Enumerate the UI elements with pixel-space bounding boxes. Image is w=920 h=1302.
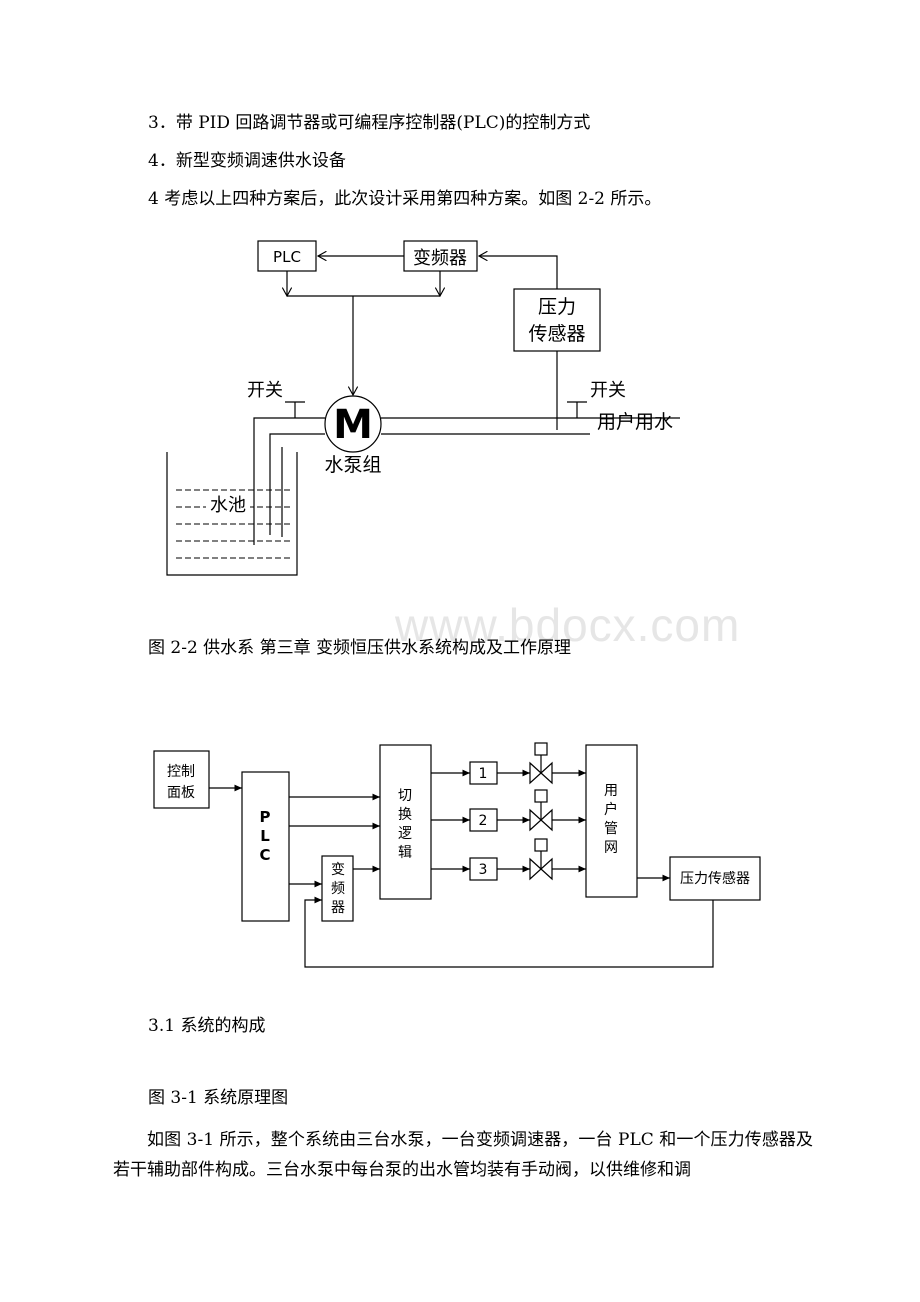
user-network-char-4: 网 bbox=[604, 840, 618, 856]
valve-2 bbox=[529, 808, 553, 832]
plc-box-2 bbox=[241, 771, 290, 922]
sensor-label-line1: 压力 bbox=[538, 296, 576, 318]
motor-circle bbox=[324, 395, 382, 453]
sensor-label-line2: 传感器 bbox=[528, 323, 585, 345]
arrow-sensor-to-inverter bbox=[479, 256, 558, 289]
inverter-char-1: 变 bbox=[331, 862, 345, 878]
switch-logic-char-4: 辑 bbox=[398, 845, 412, 861]
switch-logic-box bbox=[379, 744, 432, 900]
plc-label: PLC bbox=[273, 248, 301, 266]
control-panel-box bbox=[153, 750, 210, 809]
pool-label: 水池 bbox=[210, 495, 246, 516]
inverter-label: 变频器 bbox=[413, 248, 467, 269]
user-network-box bbox=[585, 744, 638, 898]
watermark: www.bdocx.com bbox=[395, 599, 741, 651]
pump-2-label: 2 bbox=[479, 813, 488, 829]
pool-outline bbox=[166, 452, 298, 576]
user-network-char-1: 用 bbox=[604, 783, 618, 799]
body-paragraph: 如图 3-1 所示，整个系统由三台水泵，一台变频调速器，一台 PLC 和一个压力… bbox=[113, 1130, 813, 1180]
figure-2-2-diagram: PLC 变频器 压力 传感器 开关 开关 M 用户用水 水泵组 水池 bbox=[166, 240, 680, 576]
valve-1 bbox=[529, 761, 553, 785]
switch-right-label: 开关 bbox=[590, 380, 626, 401]
plc-letter-l: L bbox=[260, 827, 270, 845]
switch-logic-char-3: 逻 bbox=[398, 826, 412, 842]
inverter-char-2: 频 bbox=[331, 881, 345, 897]
valve-3 bbox=[529, 857, 553, 881]
pressure-sensor-label: 压力传感器 bbox=[680, 870, 750, 887]
paragraph-item-3: 3．带 PID 回路调节器或可编程序控制器(PLC)的控制方式 bbox=[148, 113, 591, 133]
pump-1-label: 1 bbox=[479, 766, 488, 782]
inverter-char-3: 器 bbox=[331, 900, 345, 916]
plc-letter-c: C bbox=[259, 846, 270, 864]
user-water-label: 用户用水 bbox=[597, 411, 673, 433]
plc-letter-p: P bbox=[260, 808, 271, 826]
control-panel-line2: 面板 bbox=[167, 785, 195, 801]
figure-2-2-caption: 图 2-2 供水系 第三章 变频恒压供水系统构成及工作原理 bbox=[148, 638, 571, 658]
paragraph-scheme-choice: 4 考虑以上四种方案后，此次设计采用第四种方案。如图 2-2 所示。 bbox=[148, 189, 662, 209]
figure-3-1-caption: 图 3-1 系统原理图 bbox=[148, 1088, 289, 1108]
section-heading-3-1: 3.1 系统的构成 bbox=[148, 1016, 266, 1036]
user-network-char-3: 管 bbox=[604, 821, 618, 837]
pump-3-label: 3 bbox=[479, 862, 488, 878]
control-panel-line1: 控制 bbox=[167, 764, 195, 780]
paragraph-item-4: 4．新型变频调速供水设备 bbox=[148, 151, 346, 171]
motor-label: M bbox=[333, 402, 373, 448]
switch-logic-char-1: 切 bbox=[398, 788, 412, 804]
user-network-char-2: 户 bbox=[604, 801, 618, 818]
pump-group-label: 水泵组 bbox=[324, 454, 381, 476]
inverter-box-2 bbox=[321, 855, 354, 922]
switch-left-label: 开关 bbox=[247, 380, 283, 401]
figure-3-1-diagram: 控制 面板 P L C 变 频 器 切 换 逻 辑 1 2 3 用 户 管 网 … bbox=[153, 742, 761, 968]
switch-logic-char-2: 换 bbox=[398, 806, 412, 823]
